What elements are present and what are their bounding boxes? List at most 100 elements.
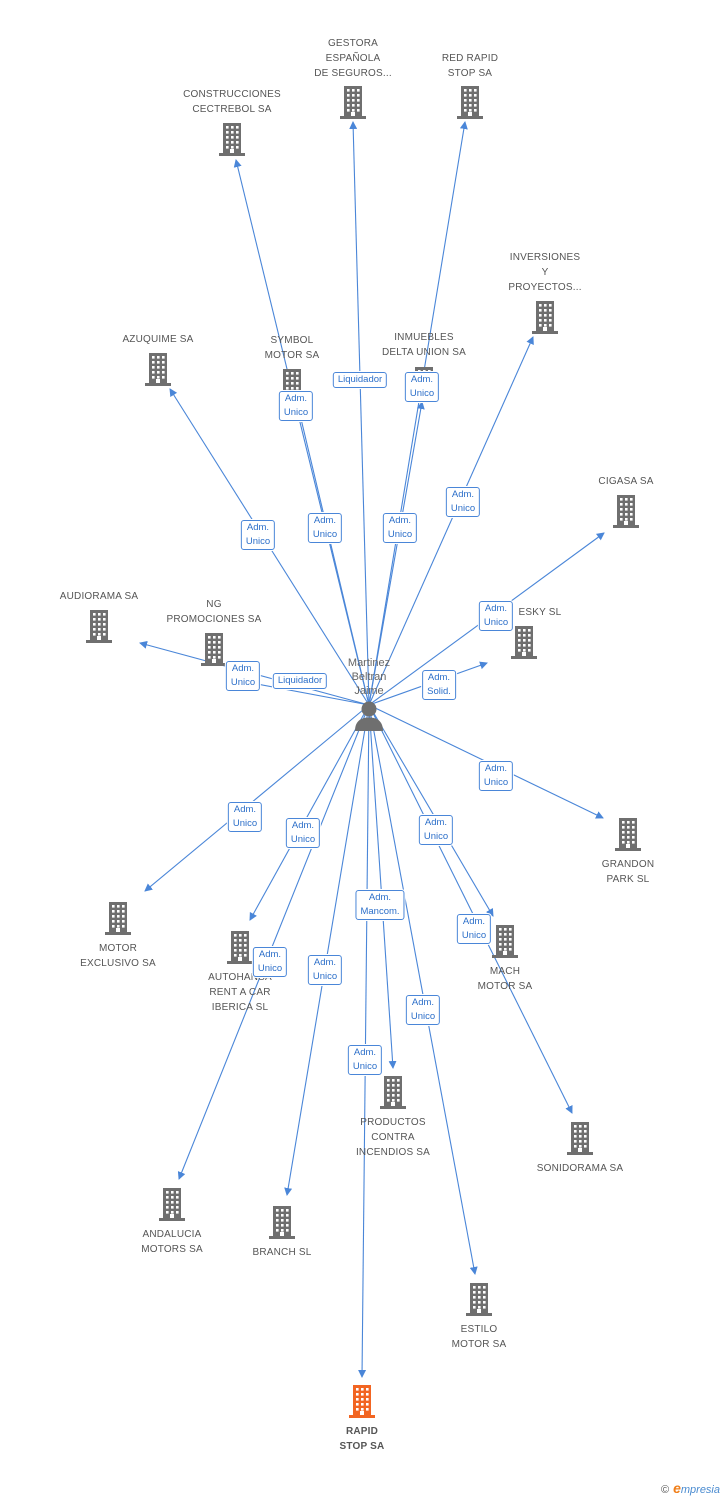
company-label: AUDIORAMA SA	[34, 589, 164, 604]
brand-logo-initial: e	[673, 1480, 681, 1496]
company-node-branch[interactable]: BRANCH SL	[217, 1245, 347, 1260]
company-node-azuquime[interactable]: AZUQUIME SA	[93, 332, 223, 347]
building-icon	[269, 1206, 295, 1239]
copyright-symbol: ©	[660, 1484, 670, 1496]
company-label-line: AUTOHANSA	[208, 972, 272, 983]
relation-badge-gestora[interactable]: Liquidador	[332, 372, 388, 388]
building-icon-focus	[349, 1385, 375, 1418]
relation-label-line: Unico	[410, 1011, 436, 1022]
relation-badge-esky[interactable]: Adm.Solid.	[422, 670, 456, 700]
company-label-line: MOTOR SA	[477, 981, 533, 992]
edge-to-sonidorama	[368, 704, 573, 1114]
edge-to-branch	[284, 704, 370, 1196]
relation-badge-audiorama[interactable]: Adm.Unico	[225, 661, 261, 691]
relation-label-line: Unico	[245, 536, 271, 547]
building-icon	[380, 1076, 406, 1109]
building-icon	[105, 902, 131, 935]
relation-badge-branch[interactable]: Adm.Unico	[307, 955, 343, 985]
building-icon	[219, 123, 245, 156]
relation-badge-grandon[interactable]: Adm.Unico	[478, 761, 514, 791]
company-label-line: PARK SL	[606, 874, 650, 885]
company-label-line: GRANDON	[601, 859, 655, 870]
relation-badge-autohansa[interactable]: Adm.Unico	[285, 818, 321, 848]
brand-logo-text: mpresia	[680, 1484, 720, 1496]
relation-badge-azuquime[interactable]: Adm.Unico	[240, 520, 276, 550]
relation-badge-construcciones[interactable]: Adm.Unico	[278, 391, 314, 421]
company-label-line: CIGASA SA	[598, 476, 654, 487]
edge-to-autohansa	[249, 704, 370, 921]
company-label-line: Y	[541, 267, 549, 278]
relation-badge-ng[interactable]: Liquidador	[272, 673, 328, 689]
edge-to-inmuebles	[368, 401, 425, 706]
relation-badge-cigasa[interactable]: Adm.Unico	[478, 601, 514, 631]
company-label: BRANCH SL	[217, 1245, 347, 1260]
relation-badge-sonidorama[interactable]: Adm.Unico	[456, 914, 492, 944]
relation-label-line: Unico	[312, 971, 338, 982]
company-label: ESKY SL	[475, 605, 605, 620]
company-node-grandon[interactable]: GRANDON PARK SL	[563, 857, 693, 887]
relation-badge-symbol[interactable]: Adm.Unico	[307, 513, 343, 543]
relation-label-line: Adm.	[313, 515, 337, 526]
company-node-sonidorama[interactable]: SONIDORAMA SA	[515, 1161, 645, 1176]
building-icon	[159, 1188, 185, 1221]
footer-credit[interactable]: ©empresia	[661, 1480, 720, 1496]
relation-label-line: Mancom.	[360, 906, 400, 917]
relation-badge-productos[interactable]: Adm. Mancom.	[355, 890, 405, 920]
relation-badge-inversiones[interactable]: Adm.Unico	[445, 487, 481, 517]
company-label-line: DE SEGUROS...	[314, 68, 392, 79]
relation-label-line: Unico	[483, 777, 509, 788]
company-label-line: NG	[206, 599, 222, 610]
relation-label-line: Adm.	[427, 672, 451, 683]
relation-badge-andalucia[interactable]: Adm.Unico	[252, 947, 288, 977]
company-node-audiorama[interactable]: AUDIORAMA SA	[34, 589, 164, 604]
building-icon	[340, 86, 366, 119]
relation-badge-motor-exclusivo[interactable]: Adm.Unico	[227, 802, 263, 832]
relation-label-line: Unico	[283, 407, 309, 418]
relation-badge-estilo[interactable]: Adm.Unico	[405, 995, 441, 1025]
company-label-line: ESKY SL	[518, 607, 562, 618]
company-label-line: CONSTRUCCIONES	[183, 89, 281, 100]
relation-badge-inmuebles[interactable]: Adm.Unico	[382, 513, 418, 543]
building-icon	[613, 495, 639, 528]
edge-to-motor-exclusivo	[144, 704, 370, 892]
relation-label-line: Unico	[450, 503, 476, 514]
company-label-line: STOP SA	[447, 68, 493, 79]
building-icon	[567, 1122, 593, 1155]
relation-badge-rapid-stop[interactable]: Adm.Unico	[347, 1045, 383, 1075]
relation-label-line: Adm.	[368, 892, 392, 903]
relation-label-line: Unico	[387, 529, 413, 540]
company-node-construcciones[interactable]: CONSTRUCCIONES CECTREBOL SA	[167, 87, 297, 117]
company-label: GRANDON PARK SL	[563, 857, 693, 887]
company-label-line: CECTREBOL SA	[192, 104, 272, 115]
company-node-esky[interactable]: ESKY SL	[475, 605, 605, 620]
relation-badge-mach[interactable]: Adm.Unico	[418, 815, 454, 845]
relation-label-line: Unico	[230, 677, 256, 688]
company-label-line: INVERSIONES	[509, 252, 581, 263]
company-label: CONSTRUCCIONES CECTREBOL SA	[167, 87, 297, 117]
edge-to-inversiones	[368, 336, 534, 706]
person-node[interactable]: Martinez Beltran Jaime	[324, 656, 414, 732]
relation-badge-red-rapid[interactable]: Adm.Unico	[404, 372, 440, 402]
company-label-line: ESPAÑOLA	[325, 53, 381, 64]
edge-to-mach	[368, 704, 494, 917]
company-node-cigasa[interactable]: CIGASA SA	[561, 474, 691, 489]
